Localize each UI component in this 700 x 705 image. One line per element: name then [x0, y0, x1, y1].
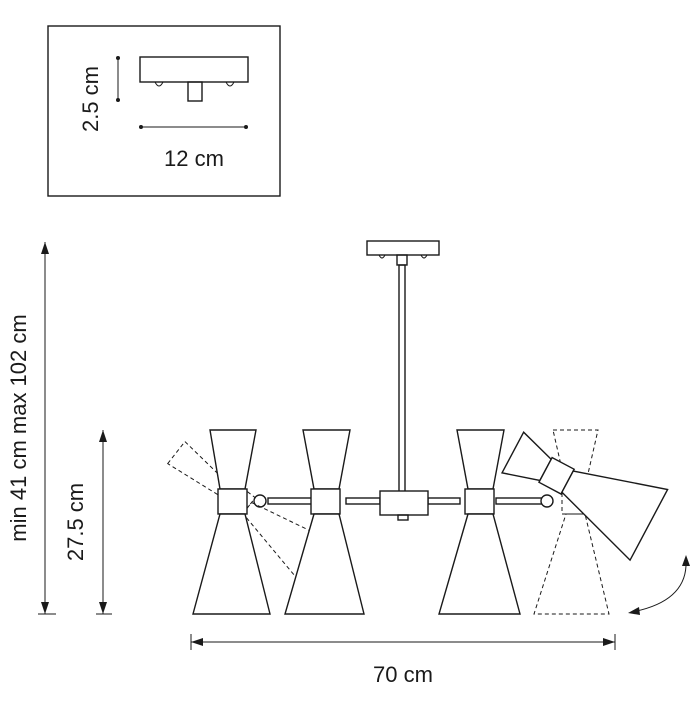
- arrow-head: [99, 430, 107, 442]
- dashed-shade-lower: [533, 513, 610, 615]
- shade-collar: [310, 488, 341, 515]
- rotation-arc: [631, 565, 687, 613]
- total-width-dimension: 70 cm: [190, 634, 616, 687]
- inset-height-dimension-end: [116, 98, 120, 102]
- inset-frame: [47, 25, 281, 197]
- inset-canopy-screw-left: [154, 81, 164, 87]
- shade-lower-cone: [561, 470, 669, 562]
- inset-canopy-screw-right: [225, 81, 235, 87]
- arm-joint-right: [540, 494, 554, 508]
- suspension-rod: [398, 264, 406, 494]
- arm-center-right: [427, 497, 461, 505]
- inset-width-dimension-end: [244, 125, 248, 129]
- shade-upper-cone: [209, 429, 257, 490]
- shade-4-tilted: [500, 431, 669, 562]
- canopy-screw: [378, 254, 386, 259]
- arrow-head: [99, 602, 107, 614]
- arrow-head: [191, 638, 203, 646]
- inset-width-dimension-end: [139, 125, 143, 129]
- arm-joint-left: [253, 494, 267, 508]
- inset-height-dimension-end: [116, 56, 120, 60]
- shade-lower-cone: [284, 513, 365, 615]
- inset-width-label: 12 cm: [164, 146, 224, 171]
- shade-collar: [217, 488, 248, 515]
- shade-lower-cone: [192, 513, 271, 615]
- arm-center-left: [345, 497, 381, 505]
- total-width-label: 70 cm: [373, 662, 433, 687]
- canopy-detail-inset: 2.5 cm 12 cm: [47, 25, 281, 197]
- shade-3: [438, 429, 521, 615]
- shade-collar: [464, 488, 495, 515]
- arrow-head: [41, 602, 49, 614]
- hub-cap: [397, 514, 409, 521]
- total-height-label: min 41 cm max 102 cm: [6, 314, 31, 541]
- shade-upper-cone: [302, 429, 351, 490]
- shade-upper-cone: [456, 429, 505, 490]
- inset-rod-stub: [187, 81, 203, 102]
- rotation-arrow-head: [682, 555, 690, 566]
- chandelier-arms: [253, 490, 554, 521]
- inset-canopy-plate: [139, 56, 249, 83]
- arm-left: [267, 497, 315, 505]
- canopy-plate: [366, 240, 440, 256]
- dashed-shade-collar: [561, 486, 590, 515]
- central-hub: [379, 490, 429, 516]
- total-height-dimension: min 41 cm max 102 cm: [6, 242, 56, 615]
- lamp-height-dimension: 27.5 cm: [63, 430, 112, 615]
- canopy-screw: [420, 254, 428, 259]
- rotation-arrow: [628, 555, 690, 615]
- inset-height-label: 2.5 cm: [78, 66, 103, 132]
- canopy-stub: [396, 254, 408, 266]
- shade-1: [192, 429, 271, 615]
- shade-2: [284, 429, 365, 615]
- shade-lower-cone: [438, 513, 521, 615]
- arrow-head: [603, 638, 615, 646]
- lamp-height-label: 27.5 cm: [63, 483, 88, 561]
- rotation-arrow-head: [628, 607, 640, 615]
- arm-right: [495, 497, 543, 505]
- chandelier-canopy: [366, 240, 440, 494]
- arrow-head: [41, 242, 49, 254]
